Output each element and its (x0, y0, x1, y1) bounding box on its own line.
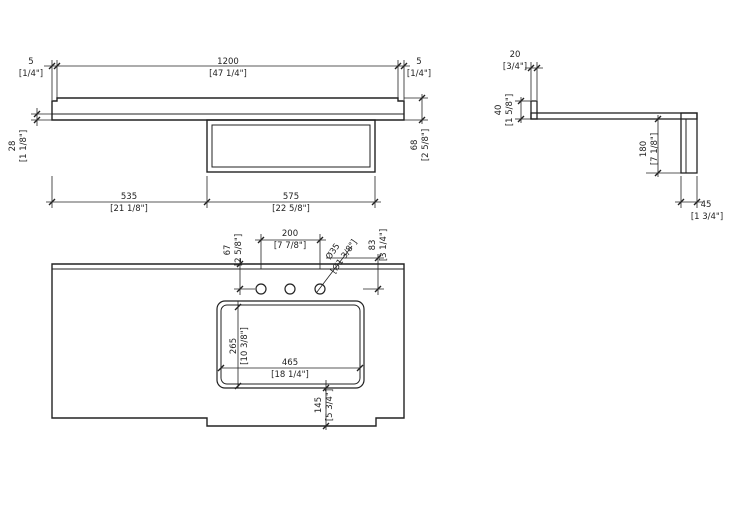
dim-side-leg-height-in: [7 1/8"] (650, 133, 660, 165)
dim-right-hole-offset-in: [3 1/4"] (379, 229, 389, 261)
side-view-top (530, 112, 698, 120)
dimension-side-thickness (525, 62, 543, 100)
dim-hole-offset-in: [2 5/8"] (234, 234, 244, 266)
dimension-basin-width (217, 364, 364, 372)
basin-inner (220, 304, 361, 385)
plan-view (51, 263, 405, 427)
dim-side-leg-height-mm: 180 (639, 141, 649, 157)
dimension-right-hole-offset (326, 254, 384, 295)
dim-front-edge-in: [5 3/4"] (325, 389, 335, 421)
dim-hole-offset-mm: 67 (223, 245, 233, 256)
dim-front-width-mm: 1200 (217, 57, 239, 67)
dim-side-thickness-mm: 20 (510, 50, 521, 60)
dimension-front-edge (322, 380, 330, 430)
dimension-apron-height (375, 94, 428, 124)
side-view (530, 100, 698, 174)
dimension-faucet-spread (255, 234, 326, 269)
dim-front-width-in: [47 1/4"] (209, 69, 247, 79)
front-view-apron (206, 119, 376, 173)
dim-apron-height-mm: 68 (410, 140, 420, 151)
dim-faucet-spread-in: [7 7/8"] (274, 241, 306, 251)
faucet-hole-center (284, 283, 296, 295)
dim-basin-depth-mm: 265 (229, 338, 239, 354)
dim-left-overhang-mm: 5 (28, 57, 33, 67)
basin-outer (216, 300, 365, 389)
dim-faucet-spread-mm: 200 (282, 229, 298, 239)
dimension-top-thickness (31, 108, 52, 126)
dimension-basin-depth (234, 301, 242, 390)
dim-apron-height-in: [2 5/8"] (421, 129, 431, 161)
dimension-front-width (44, 60, 410, 100)
dimension-side-backsplash (515, 97, 531, 123)
dim-side-leg-width-in: [1 3/4"] (691, 212, 723, 222)
dim-basin-width-mm: 465 (282, 358, 298, 368)
dim-top-thickness-in: [1 1/8"] (19, 130, 29, 162)
dim-right-section-in: [22 5/8"] (272, 204, 310, 214)
front-view-countertop (51, 97, 405, 121)
dim-side-thickness-in: [3/4"] (503, 62, 527, 72)
faucet-hole-right (314, 283, 326, 295)
plan-view-outline (51, 263, 405, 427)
dimension-sections (46, 176, 381, 208)
dim-right-hole-offset-mm: 83 (368, 240, 378, 251)
dim-basin-depth-in: [10 3/8"] (240, 327, 250, 365)
dim-top-thickness-mm: 28 (8, 141, 18, 152)
dim-right-overhang-mm: 5 (416, 57, 421, 67)
dimension-side-leg-width (675, 176, 703, 208)
dim-left-section-mm: 535 (121, 192, 137, 202)
dim-right-section-mm: 575 (283, 192, 299, 202)
dim-left-overhang-in: [1/4"] (19, 69, 43, 79)
front-view (51, 97, 405, 173)
dim-basin-width-in: [18 1/4"] (271, 370, 309, 380)
side-view-leg (680, 112, 698, 174)
faucet-hole-left (255, 283, 267, 295)
dim-side-backsplash-mm: 40 (494, 105, 504, 116)
dim-side-backsplash-in: [1 5/8"] (505, 94, 515, 126)
dim-side-leg-width-mm: 45 (701, 200, 712, 210)
dim-front-edge-mm: 145 (314, 397, 324, 413)
dim-right-overhang-in: [1/4"] (407, 69, 431, 79)
hole-diameter-leader (316, 245, 353, 293)
dimension-hole-offset (234, 258, 255, 295)
dimension-side-leg-height (646, 115, 681, 177)
dim-left-section-in: [21 1/8"] (110, 204, 148, 214)
